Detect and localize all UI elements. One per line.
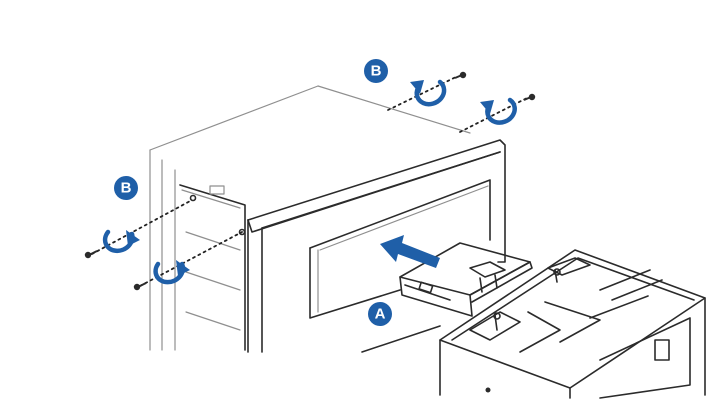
rotate-clockwise-icon (480, 97, 517, 125)
screw-icon (133, 282, 147, 291)
screw-path-top-1 (387, 71, 467, 111)
callout-b-left-label: B (121, 180, 132, 197)
rotate-clockwise-icon (410, 79, 447, 107)
screw-icon (523, 93, 536, 101)
screw-head (493, 312, 501, 320)
rotate-clockwise-icon (102, 229, 140, 254)
front-bezel (247, 139, 506, 353)
callout-a-label: A (375, 306, 386, 323)
screw-icon (454, 71, 467, 79)
arrow-right-icon (380, 235, 440, 268)
screw-hole (189, 194, 197, 202)
screw-path-top-2 (459, 93, 536, 133)
screw-hole (238, 228, 246, 236)
drive-enclosure (439, 249, 706, 399)
screw-path-left-1 (84, 199, 193, 259)
rotate-clockwise-icon (153, 260, 190, 285)
callout-b-top-label: B (371, 63, 382, 80)
callout-b-left: B (114, 176, 138, 200)
drive-bay-stack (179, 184, 246, 351)
drive-tray (399, 242, 533, 317)
case-top-panel (149, 85, 471, 351)
screw-head (553, 268, 561, 276)
callout-a: A (368, 302, 392, 326)
screw-icon (84, 250, 98, 259)
callout-b-top: B (364, 59, 388, 83)
led-indicator (485, 387, 491, 393)
